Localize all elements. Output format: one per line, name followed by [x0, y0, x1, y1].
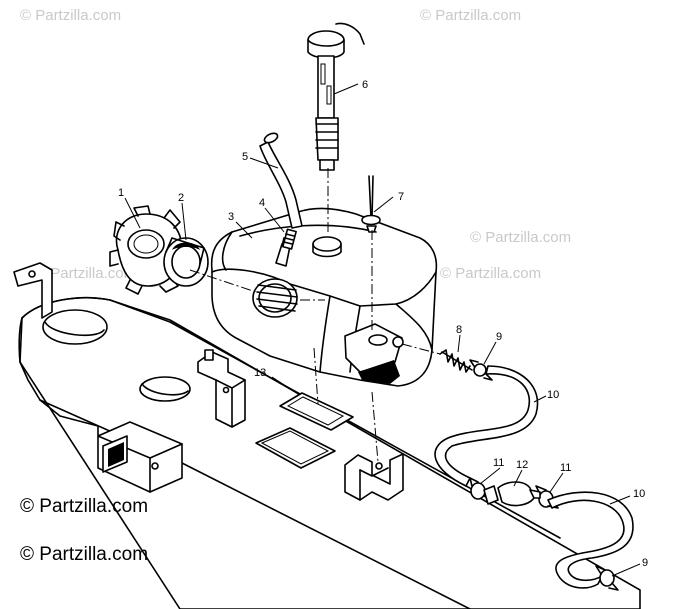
leader-lines — [124, 83, 641, 577]
callout-11: 11 — [560, 462, 571, 474]
callout-12: 12 — [516, 459, 528, 471]
part-9-clamp-upper — [469, 359, 493, 381]
callout-8: 8 — [456, 324, 462, 336]
part-12-inline-filter — [483, 481, 541, 507]
watermark-text: © Partzilla.com — [20, 7, 121, 24]
callout-7: 7 — [398, 191, 404, 203]
callout-4: 4 — [259, 197, 265, 209]
callout-9: 9 — [496, 331, 502, 343]
part-9-clamp-lower — [595, 565, 619, 591]
part-8-spring-fitting — [439, 349, 473, 373]
callout-5: 5 — [242, 151, 248, 163]
part-6-dipstick-cap — [307, 22, 365, 171]
callout-11: 11 — [493, 457, 504, 469]
part-7-vent-pin — [361, 175, 381, 233]
callout-2: 2 — [178, 192, 184, 204]
callout-10: 10 — [633, 488, 645, 500]
frame-rail — [13, 262, 641, 609]
assembly-centerlines — [189, 168, 441, 463]
callout-1: 1 — [118, 187, 124, 199]
watermark-text: © Partzilla.com — [420, 7, 521, 24]
callout-9: 9 — [642, 557, 648, 569]
callout-labels: 1 2 3 4 5 6 7 8 9 10 11 12 11 10 9 13 — [118, 79, 648, 569]
part-13-pad — [279, 392, 354, 431]
brand-watermark: © Partzilla.com — [20, 496, 148, 517]
part-5-vent-hose — [259, 132, 303, 229]
watermark-text: © Partzilla.com — [35, 265, 136, 282]
brand-watermark: © Partzilla.com — [20, 544, 148, 565]
callout-10: 10 — [547, 389, 559, 401]
part-3-oil-tank — [210, 207, 438, 387]
part-2-gasket — [163, 237, 209, 287]
part-4-vent-fitting — [282, 228, 297, 250]
callout-6: 6 — [362, 79, 368, 91]
watermark-text: © Partzilla.com — [470, 229, 571, 246]
callout-13: 13 — [254, 367, 266, 379]
callout-3: 3 — [228, 211, 234, 223]
part-10-hose-upper — [434, 365, 539, 487]
watermark-text: © Partzilla.com — [440, 265, 541, 282]
